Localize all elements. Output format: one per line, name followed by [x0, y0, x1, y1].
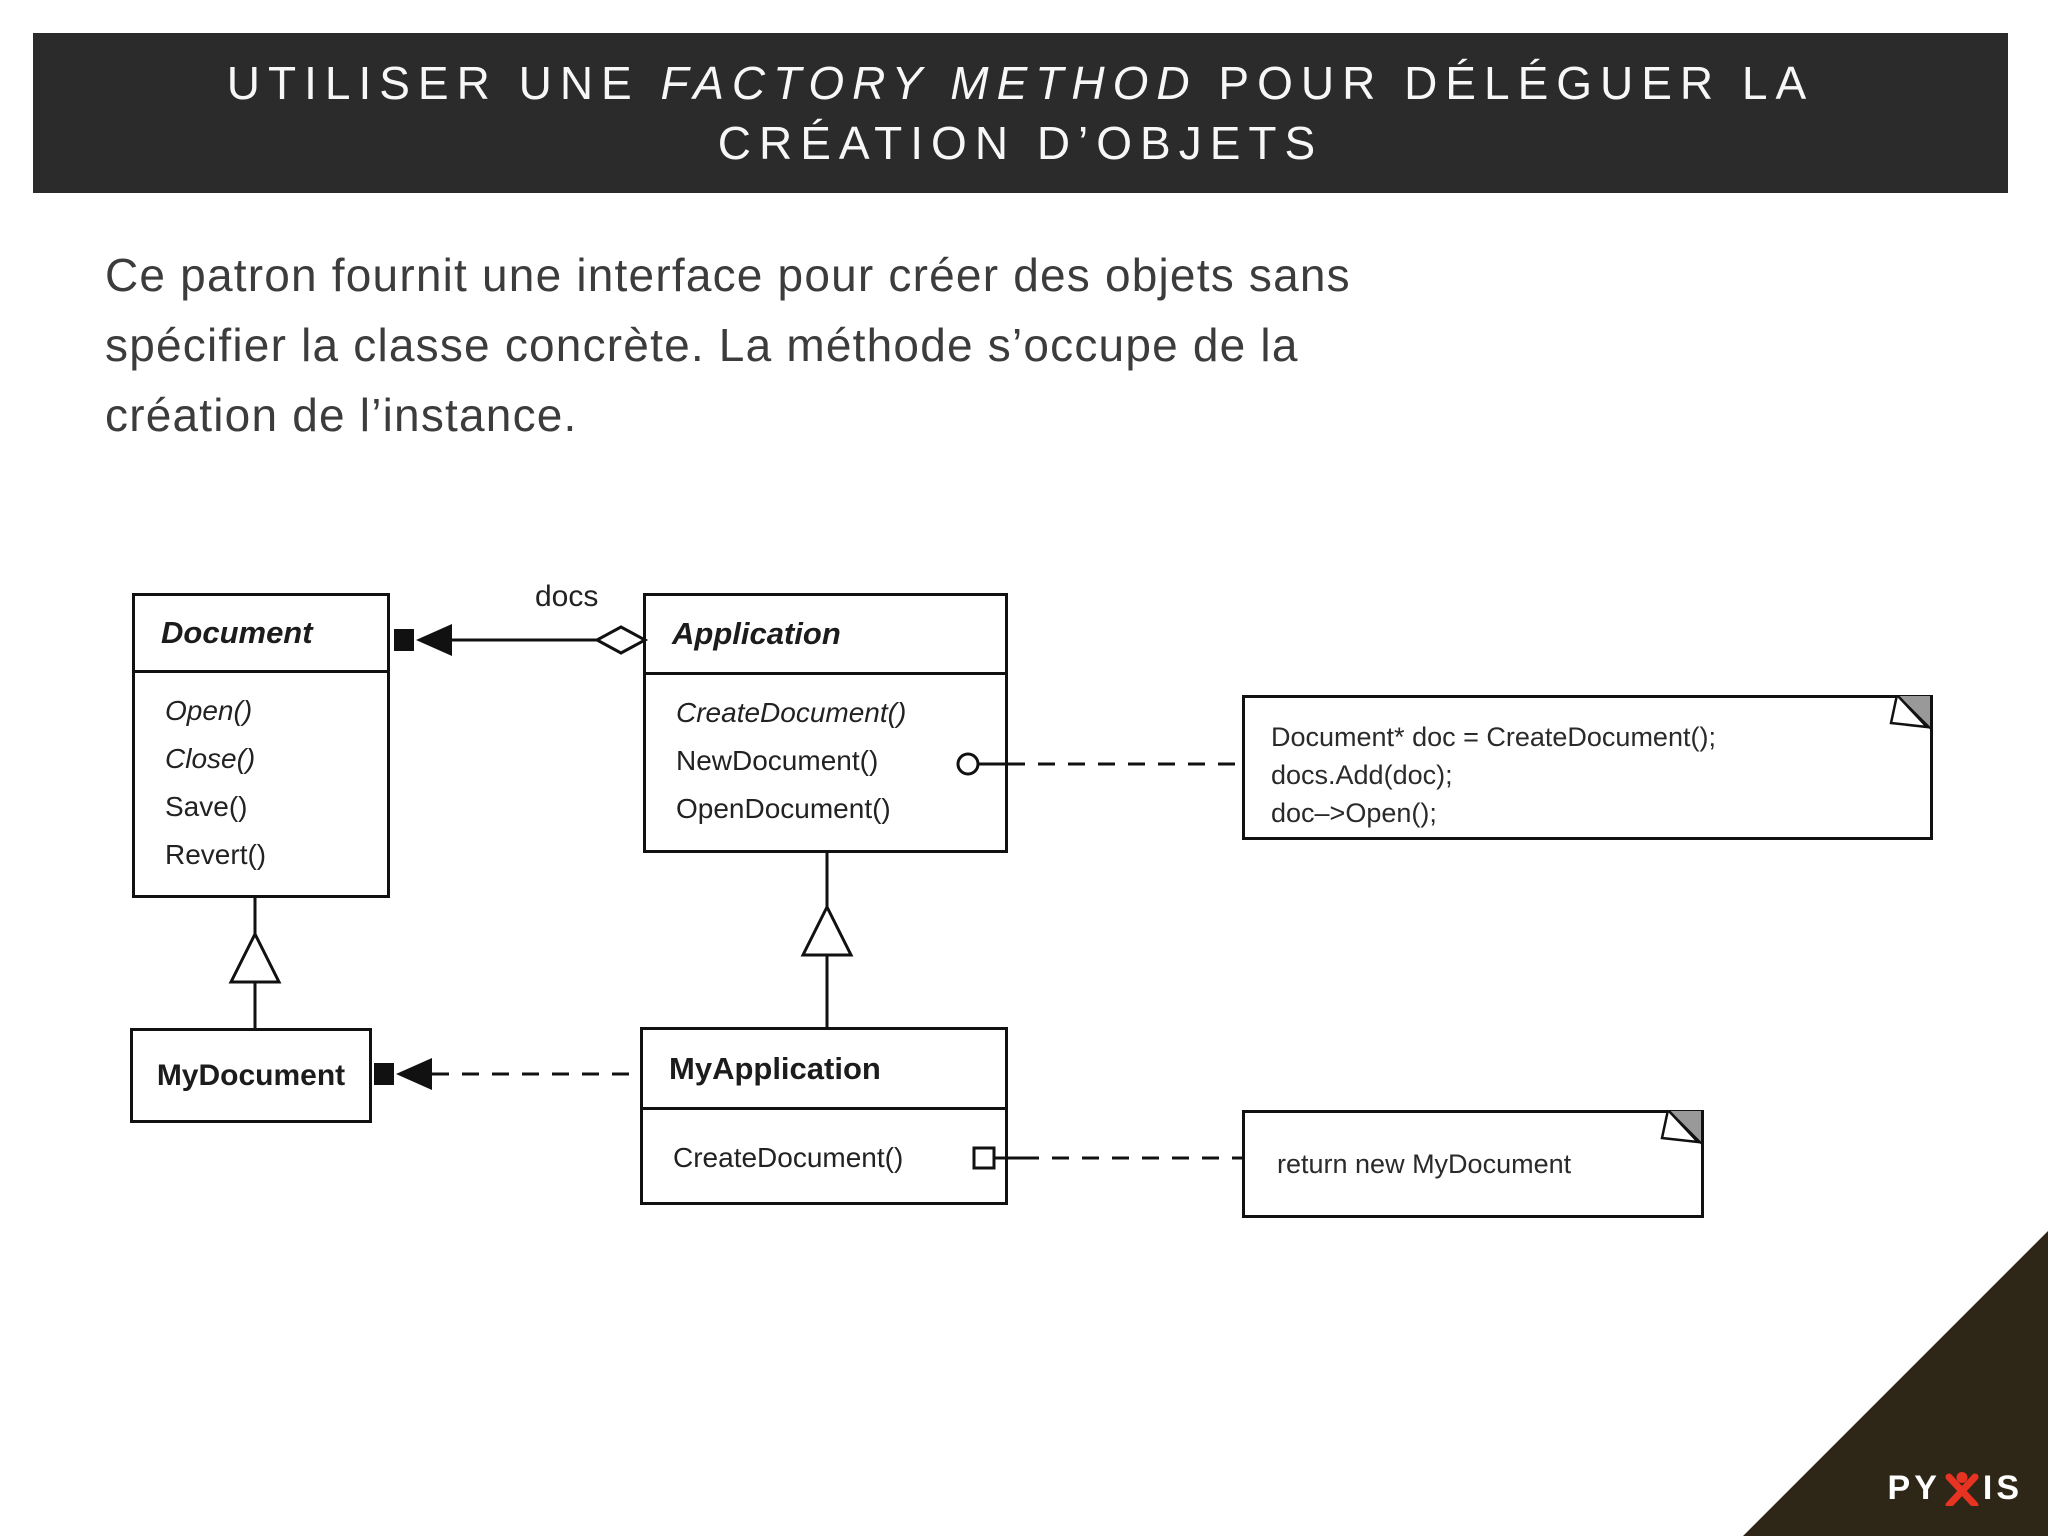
title-segment: POUR DÉLÉGUER LA [1197, 57, 1815, 109]
method-close: Close() [165, 743, 256, 774]
association-label-docs: docs [535, 580, 599, 613]
aggregation-diamond-icon [593, 625, 649, 655]
intro-paragraph: Ce patron fournit une interface pour cré… [105, 249, 1351, 441]
pyxis-logo: PY IS [1888, 1469, 2023, 1508]
pyxis-logo-text: IS [1982, 1469, 2023, 1507]
class-methods-document: Open() Close() Save() Revert() [135, 673, 387, 879]
pyxis-logo-text: PY [1887, 1469, 1941, 1507]
class-box-document: Document Open() Close() Save() Revert() [132, 593, 390, 898]
note-myapplication-code: return new MyDocument [1242, 1110, 1704, 1218]
dog-ear-icon [1660, 1110, 1703, 1147]
note-application-code: Document* doc = CreateDocument(); docs.A… [1242, 695, 1933, 840]
method-createdocument-abstract: CreateDocument() [676, 697, 907, 728]
inheritance-triangle-icon [228, 930, 282, 984]
note-code-line: doc–>Open(); [1271, 798, 1437, 828]
title-segment: UTILISER UNE [226, 57, 661, 109]
title-segment-italic: FACTORY METHOD [660, 57, 1198, 109]
note-code-line: docs.Add(doc); [1271, 760, 1453, 790]
association-end-nub-icon [394, 629, 414, 651]
inheritance-document [228, 898, 282, 1028]
method-createdocument: CreateDocument() [673, 1142, 904, 1173]
class-methods-myapplication: CreateDocument() [643, 1110, 1005, 1182]
slide-title-line1: UTILISER UNE FACTORY METHOD POUR DÉLÉGUE… [33, 53, 2008, 113]
class-title-mydocument: MyDocument [156, 1058, 346, 1092]
class-title-application: Application [646, 596, 1005, 675]
creates-dependency [374, 1058, 640, 1090]
inheritance-triangle-icon [800, 903, 854, 957]
association-arrowhead-icon [416, 624, 452, 656]
slide-title-line2: CRÉATION D’OBJETS [717, 117, 1324, 169]
method-save: Save() [165, 791, 248, 822]
class-box-application: Application CreateDocument() NewDocument… [643, 593, 1008, 853]
method-newdocument: NewDocument() [676, 745, 879, 776]
pyxis-figure-icon [1945, 1471, 1979, 1506]
class-title-myapplication: MyApplication [643, 1030, 1005, 1110]
inheritance-application [800, 853, 854, 1027]
slide-title: UTILISER UNE FACTORY METHOD POUR DÉLÉGUE… [33, 33, 2008, 193]
method-open: Open() [165, 695, 253, 726]
class-box-myapplication: MyApplication CreateDocument() [640, 1027, 1008, 1205]
dependency-end-nub-icon [374, 1063, 394, 1085]
class-box-mydocument: MyDocument [130, 1028, 372, 1123]
method-opendocument: OpenDocument() [676, 793, 891, 824]
note-connector-createdocument [972, 1146, 1242, 1170]
class-methods-application: CreateDocument() NewDocument() OpenDocum… [646, 675, 1005, 833]
aggregation-association [394, 624, 649, 656]
note-code-line: return new MyDocument [1277, 1149, 1572, 1179]
dependency-arrowhead-icon [396, 1058, 432, 1090]
note-code-line: Document* doc = CreateDocument(); [1271, 722, 1716, 752]
class-title-document: Document [135, 596, 387, 673]
method-revert: Revert() [165, 839, 267, 870]
dog-ear-icon [1889, 695, 1932, 732]
